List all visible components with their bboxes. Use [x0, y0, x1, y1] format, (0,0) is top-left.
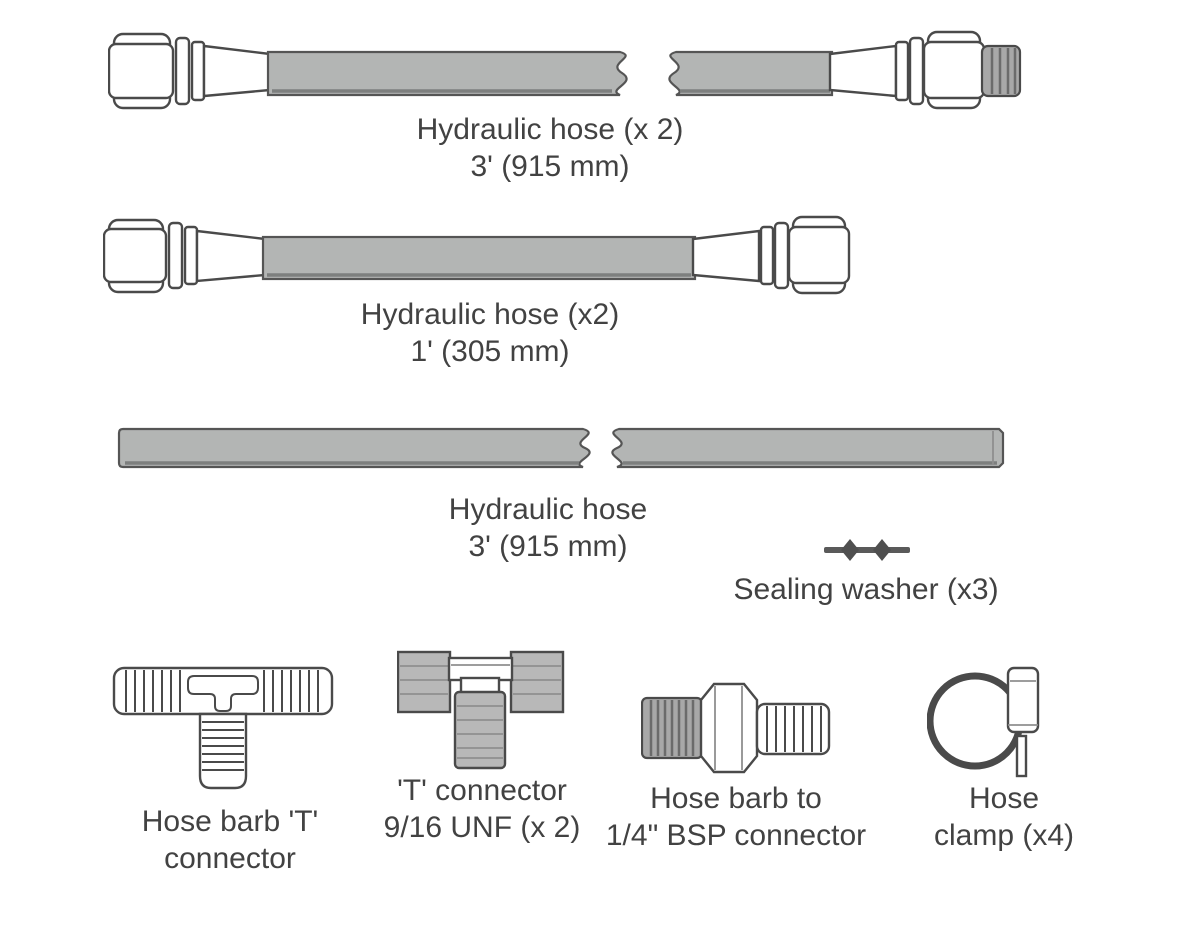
hose-long-label-line1: Hydraulic hose (x 2) [416, 113, 684, 146]
hose-plain-label-line2: 3' (915 mm) [468, 530, 628, 563]
hose-plain-label: Hydraulic hose 3' (915 mm) [449, 491, 647, 565]
hydraulic-hose-3ft-icon [107, 30, 1022, 110]
hose-clamp-label-line2: clamp (x4) [933, 819, 1075, 852]
t-connector-label: 'T' connector 9/16 UNF (x 2) [384, 772, 581, 846]
hose-clamp-figure [926, 657, 1047, 781]
hose-barb-t-label-line2: connector [164, 842, 296, 875]
hydraulic-hose-1ft-icon [102, 215, 851, 295]
hose-barb-bsp-label: Hose barb to 1/4" BSP connector [606, 780, 866, 854]
hose-barb-bsp-figure [640, 681, 833, 777]
hose-clamp-label: Hose clamp (x4) [934, 780, 1074, 854]
t-connector-icon [396, 650, 565, 770]
hose-long-label-line2: 3' (915 mm) [470, 150, 630, 183]
t-connector-figure [396, 650, 565, 772]
hose-barb-t-connector-icon [112, 666, 334, 790]
hose-clamp-icon [926, 666, 1040, 778]
t-connector-label-line2: 9/16 UNF (x 2) [383, 811, 581, 844]
hose-long-label: Hydraulic hose (x 2) 3' (915 mm) [417, 111, 684, 185]
hydraulic-hose-1ft-figure [102, 214, 853, 298]
hose-short-label-line2: 1' (305 mm) [410, 335, 570, 368]
t-connector-label-line1: 'T' connector [397, 774, 567, 807]
sealing-washer-figure [822, 537, 914, 563]
sealing-washer-label-line1: Sealing washer (x3) [733, 573, 999, 606]
plain-hose-icon [117, 427, 1005, 469]
hose-barb-t-label-line1: Hose barb 'T' [141, 805, 319, 838]
plain-hose-figure [117, 421, 1007, 475]
hydraulic-hose-3ft-figure [107, 30, 1023, 112]
hose-barb-bsp-label-line2: 1/4" BSP connector [605, 819, 867, 852]
hose-barb-bsp-label-line1: Hose barb to [650, 782, 822, 815]
hose-barb-bsp-connector-icon [640, 682, 831, 774]
hose-barb-t-label: Hose barb 'T' connector [142, 803, 319, 877]
hose-clamp-label-line1: Hose [968, 782, 1040, 815]
hose-barb-t-figure [112, 654, 334, 796]
sealing-washer-icon [824, 539, 910, 561]
hose-short-label-line1: Hydraulic hose (x2) [360, 298, 620, 331]
sealing-washer-label: Sealing washer (x3) [733, 571, 998, 608]
hose-short-label: Hydraulic hose (x2) 1' (305 mm) [361, 296, 619, 370]
hose-plain-label-line1: Hydraulic hose [448, 493, 648, 526]
